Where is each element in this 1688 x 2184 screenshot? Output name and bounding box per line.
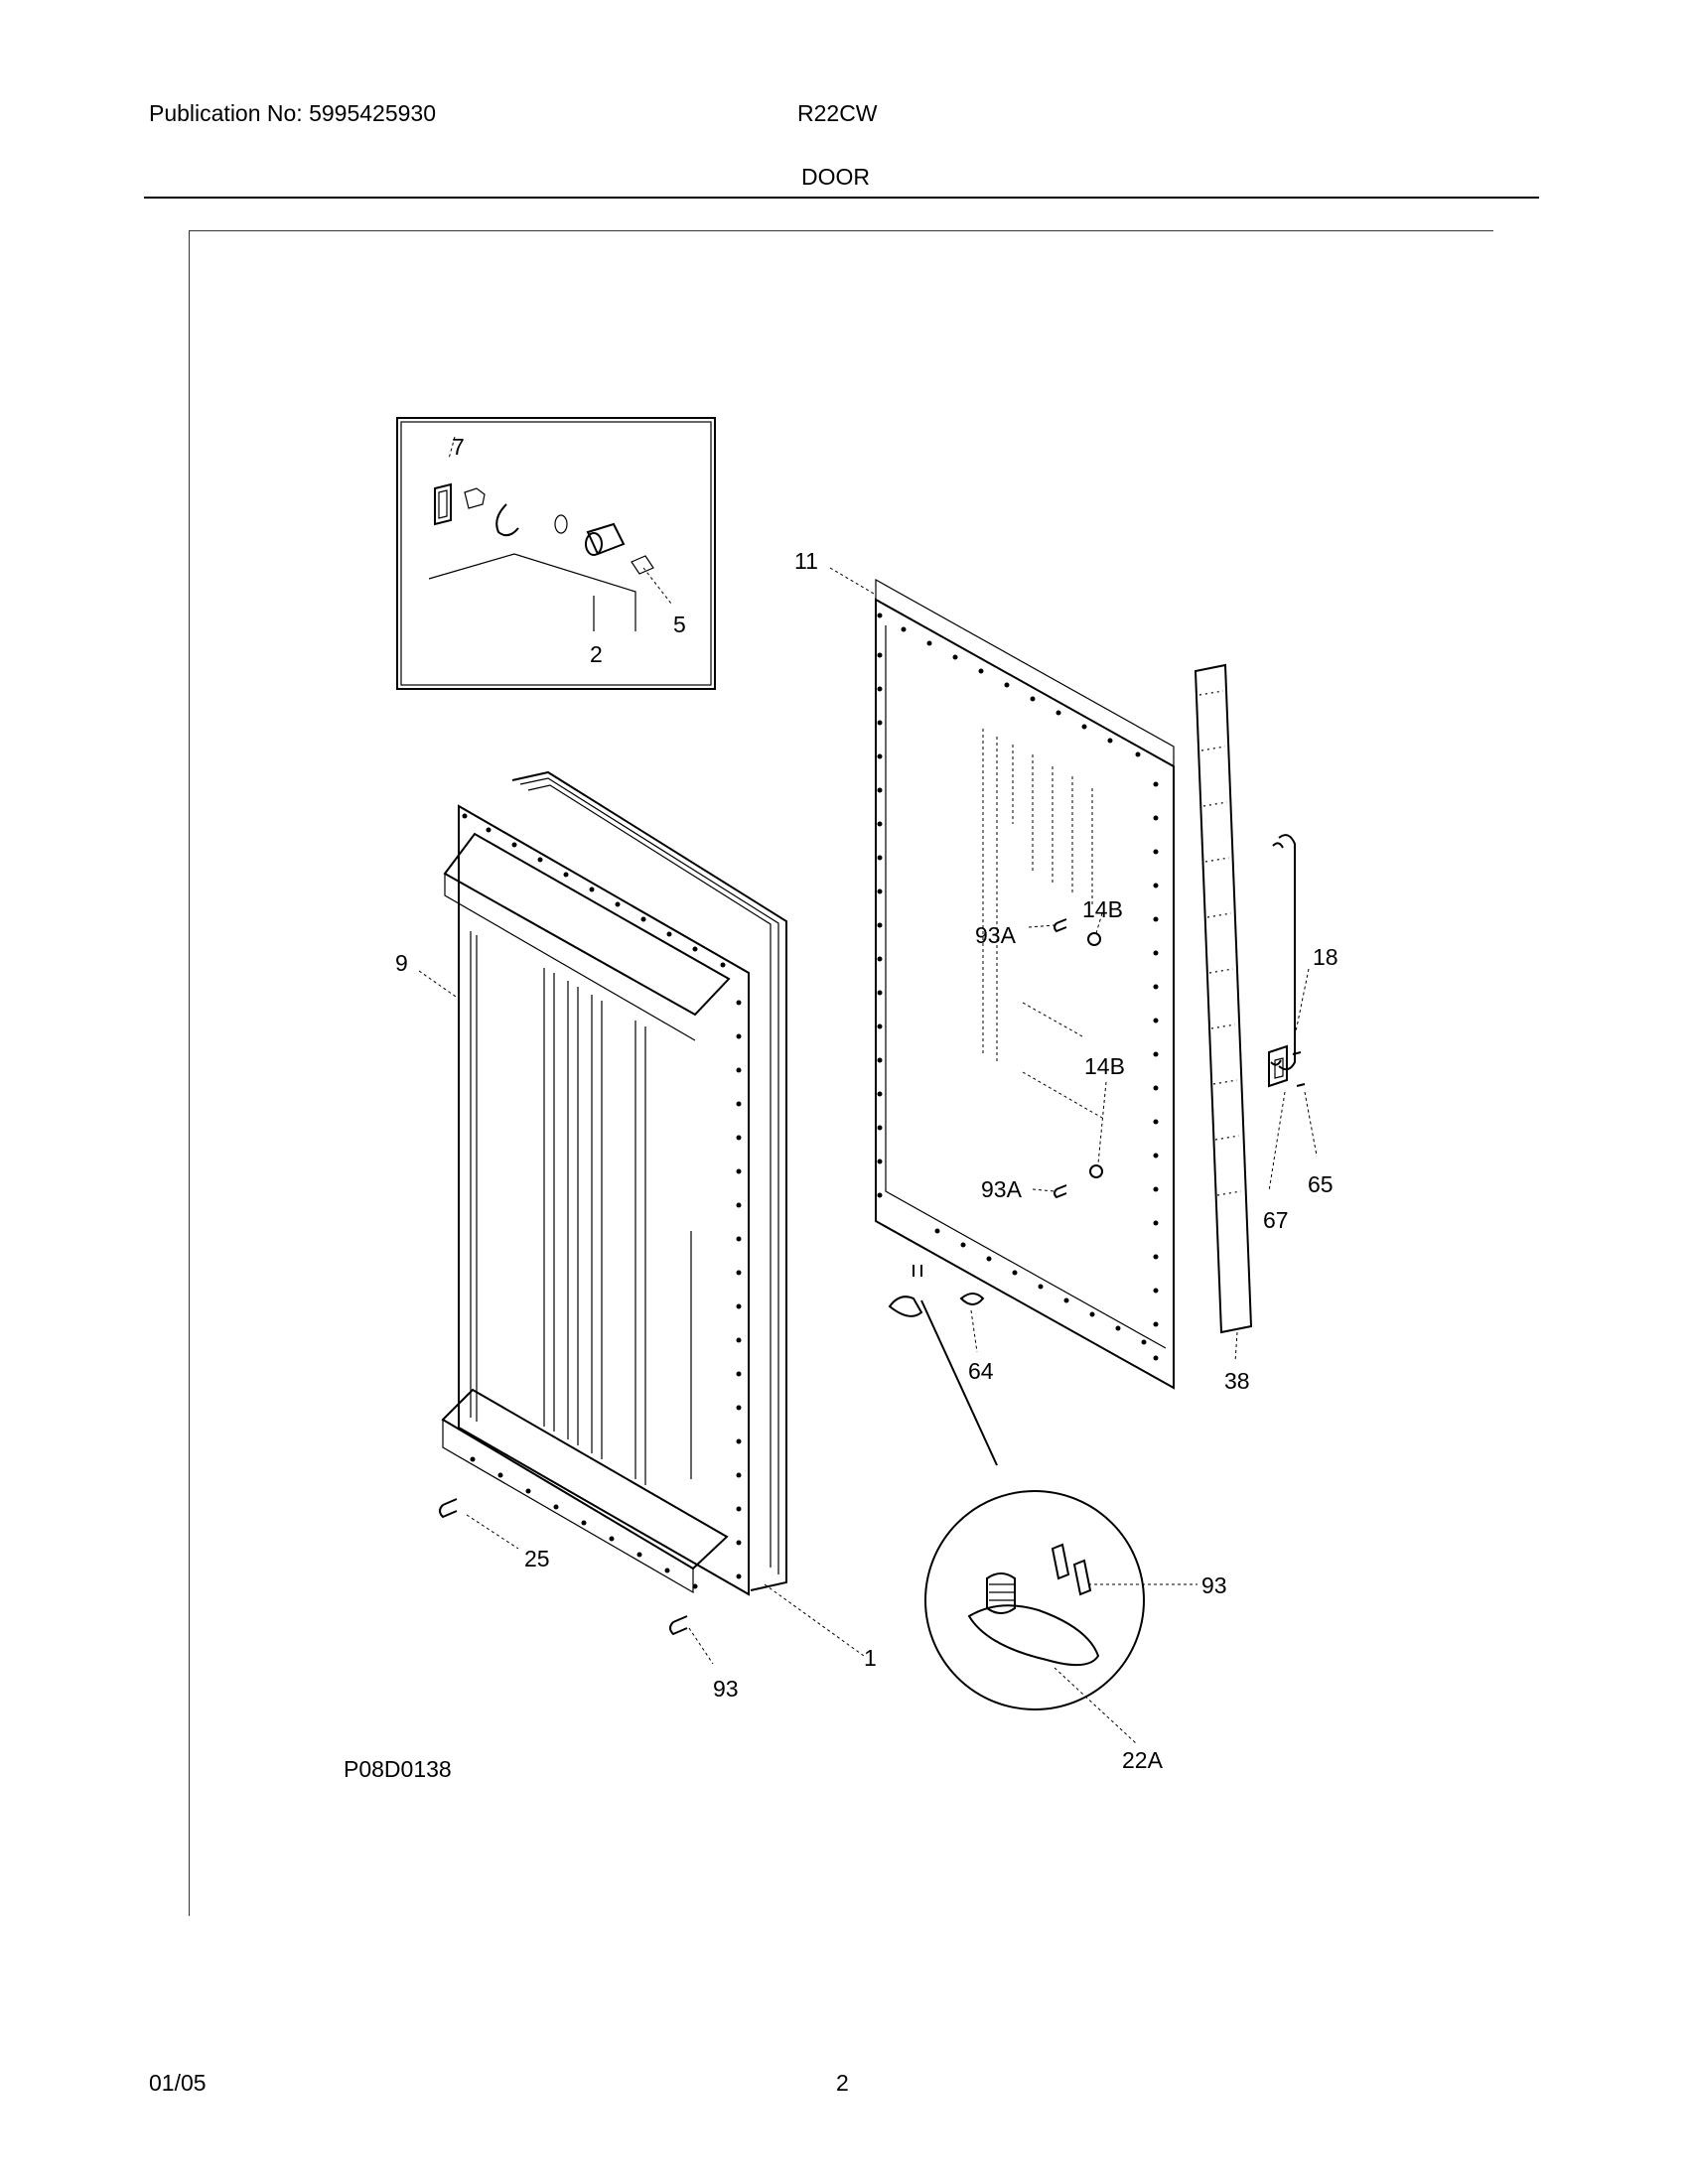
publication-number: Publication No: 5995425930 xyxy=(149,100,437,126)
callout-label: 5 xyxy=(673,612,686,637)
callout-label: 14B xyxy=(1082,896,1123,922)
callout-label: 7 xyxy=(452,434,465,460)
lock-inset xyxy=(396,417,716,690)
callout-label: 93A xyxy=(975,922,1017,948)
outer-door-panel xyxy=(875,578,1175,1466)
footer-date: 01/05 xyxy=(149,2070,207,2096)
section-title: DOOR xyxy=(801,164,870,190)
callout-label: 9 xyxy=(395,950,408,976)
header-rule xyxy=(144,197,1539,199)
hinge-detail-circle xyxy=(924,1490,1145,1710)
frame-top-border xyxy=(189,230,1493,231)
callout-label: 18 xyxy=(1313,944,1338,970)
callout-label: 1 xyxy=(864,1645,877,1671)
callout-label: 11 xyxy=(794,548,818,574)
callout-label: 93 xyxy=(713,1676,739,1702)
model-number: R22CW xyxy=(797,100,878,126)
callout-label: 64 xyxy=(968,1358,994,1384)
inner-door-liner xyxy=(439,770,787,1636)
callout-label: 25 xyxy=(524,1546,550,1571)
callout-label: 38 xyxy=(1224,1368,1250,1394)
callout-label: 14B xyxy=(1084,1053,1125,1079)
leader-lines xyxy=(418,567,1318,1744)
callout-label: 22A xyxy=(1122,1747,1164,1773)
callout-label: 65 xyxy=(1308,1171,1334,1197)
callout-label: 93 xyxy=(1201,1572,1227,1598)
callout-label: 2 xyxy=(590,641,603,667)
callout-label: 67 xyxy=(1263,1207,1289,1233)
callout-label: 93A xyxy=(981,1176,1023,1202)
drawing-id: P08D0138 xyxy=(344,1756,452,1782)
frame-left-border xyxy=(189,230,190,1916)
page-number: 2 xyxy=(836,2070,849,2096)
handle-trim-and-handle xyxy=(1194,663,1306,1334)
